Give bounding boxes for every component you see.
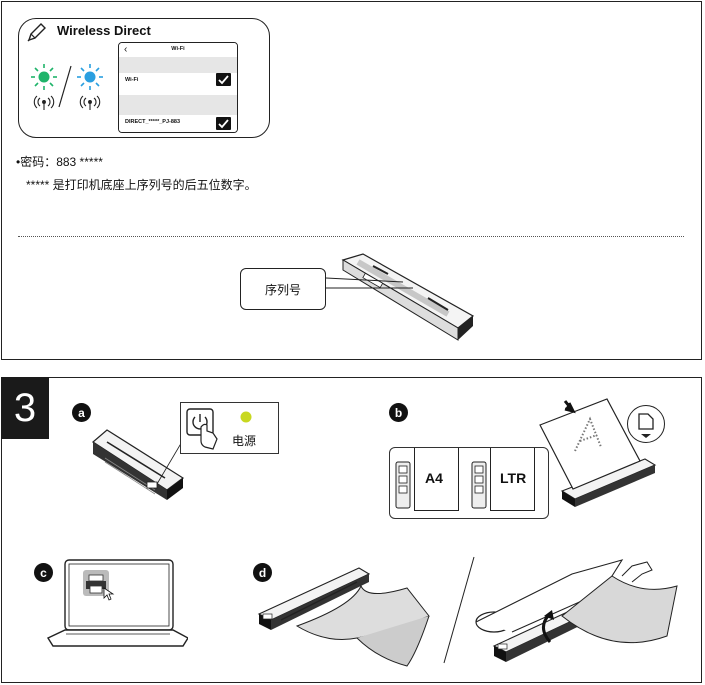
green-led-icon	[31, 64, 57, 90]
step-number: 3	[1, 377, 49, 439]
paper-size-ltr: LTR	[500, 470, 527, 486]
paper-insert-illustration	[539, 398, 657, 507]
network-check-icon	[216, 117, 231, 130]
step-c-badge: c	[34, 563, 53, 582]
step-d-badge: d	[253, 563, 272, 582]
network-name: DIRECT_*****_PJ-883	[125, 119, 181, 125]
password-line: •密码：883 *****	[16, 155, 103, 169]
wifi-toggle-row[interactable]: Wi-Fi	[119, 73, 237, 95]
back-chevron-icon[interactable]: ‹	[124, 44, 128, 55]
phone-wifi-screen: ‹ Wi-Fi Wi-Fi DIRECT_*****_PJ-883	[118, 42, 238, 133]
password-note: ***** 是打印机底座上序列号的后五位数字。	[26, 178, 257, 192]
wifi-setup-panel	[1, 1, 702, 360]
cursor-icon	[103, 587, 115, 601]
printer-underside-illustration	[325, 253, 475, 341]
paper-feed-icon	[627, 405, 665, 443]
pencil-icon	[27, 23, 46, 42]
power-label: 电源	[232, 434, 257, 448]
roll-paper-illustration	[475, 559, 678, 662]
wireless-direct-title: Wireless Direct	[57, 23, 151, 38]
diagonal-divider	[443, 556, 475, 664]
led-indicators	[31, 64, 103, 110]
printer-side-illustration	[92, 429, 185, 500]
step3-panel	[1, 377, 702, 683]
tear-arrow-icon	[542, 615, 552, 643]
serial-number-callout: 序列号	[240, 268, 326, 310]
wifi-check-icon	[216, 73, 231, 86]
hand-icon	[621, 561, 653, 583]
insert-arrow-icon	[563, 400, 576, 414]
finger-press-icon	[200, 423, 218, 450]
laptop-illustration	[46, 559, 188, 647]
network-row[interactable]: DIRECT_*****_PJ-883	[119, 115, 237, 132]
paper-size-a4: A4	[425, 470, 443, 486]
wireless-signal-icon	[33, 95, 55, 110]
blue-led-icon	[77, 64, 103, 90]
step-b-badge: b	[389, 403, 408, 422]
power-button-icon[interactable]	[183, 405, 223, 455]
printing-page-illustration	[257, 567, 430, 667]
dotted-divider	[18, 236, 684, 237]
step-a-badge: a	[72, 403, 91, 422]
wifi-label: Wi-Fi	[125, 77, 139, 83]
paper-size-box: A4 LTR	[389, 447, 549, 519]
power-led-icon	[240, 411, 252, 423]
printer-app-icon	[83, 570, 109, 596]
phone-header-title: Wi-Fi	[171, 46, 185, 52]
wireless-signal-icon	[79, 95, 101, 110]
serial-number-label: 序列号	[264, 282, 301, 297]
separator-slash	[58, 65, 72, 108]
